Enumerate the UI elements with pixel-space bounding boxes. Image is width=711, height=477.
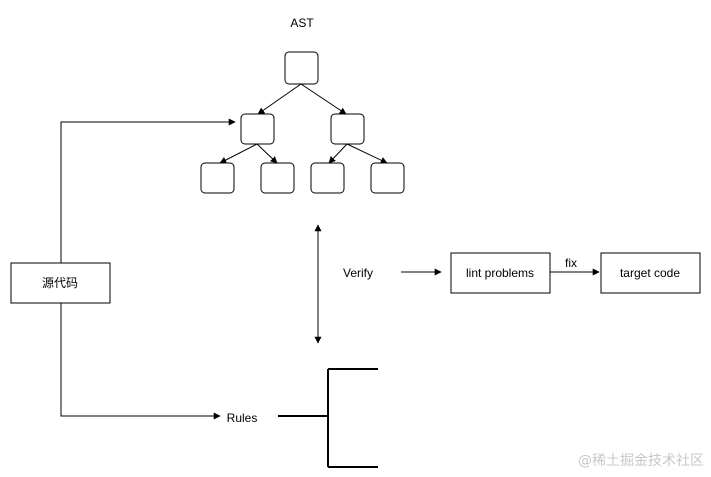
ast-leaf-node-3 [310, 162, 345, 194]
ast-leaf-node-4 [370, 162, 405, 194]
ast-tree-edges [219, 83, 388, 164]
ast-leaf-node-1 [200, 162, 235, 194]
verify-label: Verify [343, 266, 373, 280]
ast-child-node-left [240, 113, 275, 145]
ast-root-node [284, 51, 319, 85]
rules-label: Rules [227, 411, 258, 425]
ast-child-node-right [330, 113, 365, 145]
lint-problems-label: lint problems [466, 266, 534, 280]
ast-title: AST [290, 16, 314, 30]
rules-bracket [278, 368, 378, 468]
source-to-ast-arrow [60, 118, 236, 263]
source-code-label: 源代码 [42, 276, 78, 290]
source-to-rules-arrow [60, 303, 221, 420]
lint-problems-box [450, 252, 551, 294]
target-code-label: target code [620, 266, 680, 280]
watermark-text: @稀土掘金技术社区 [578, 453, 704, 469]
fix-label: fix [565, 256, 577, 270]
ast-leaf-node-2 [260, 162, 295, 194]
target-code-box [600, 252, 701, 294]
